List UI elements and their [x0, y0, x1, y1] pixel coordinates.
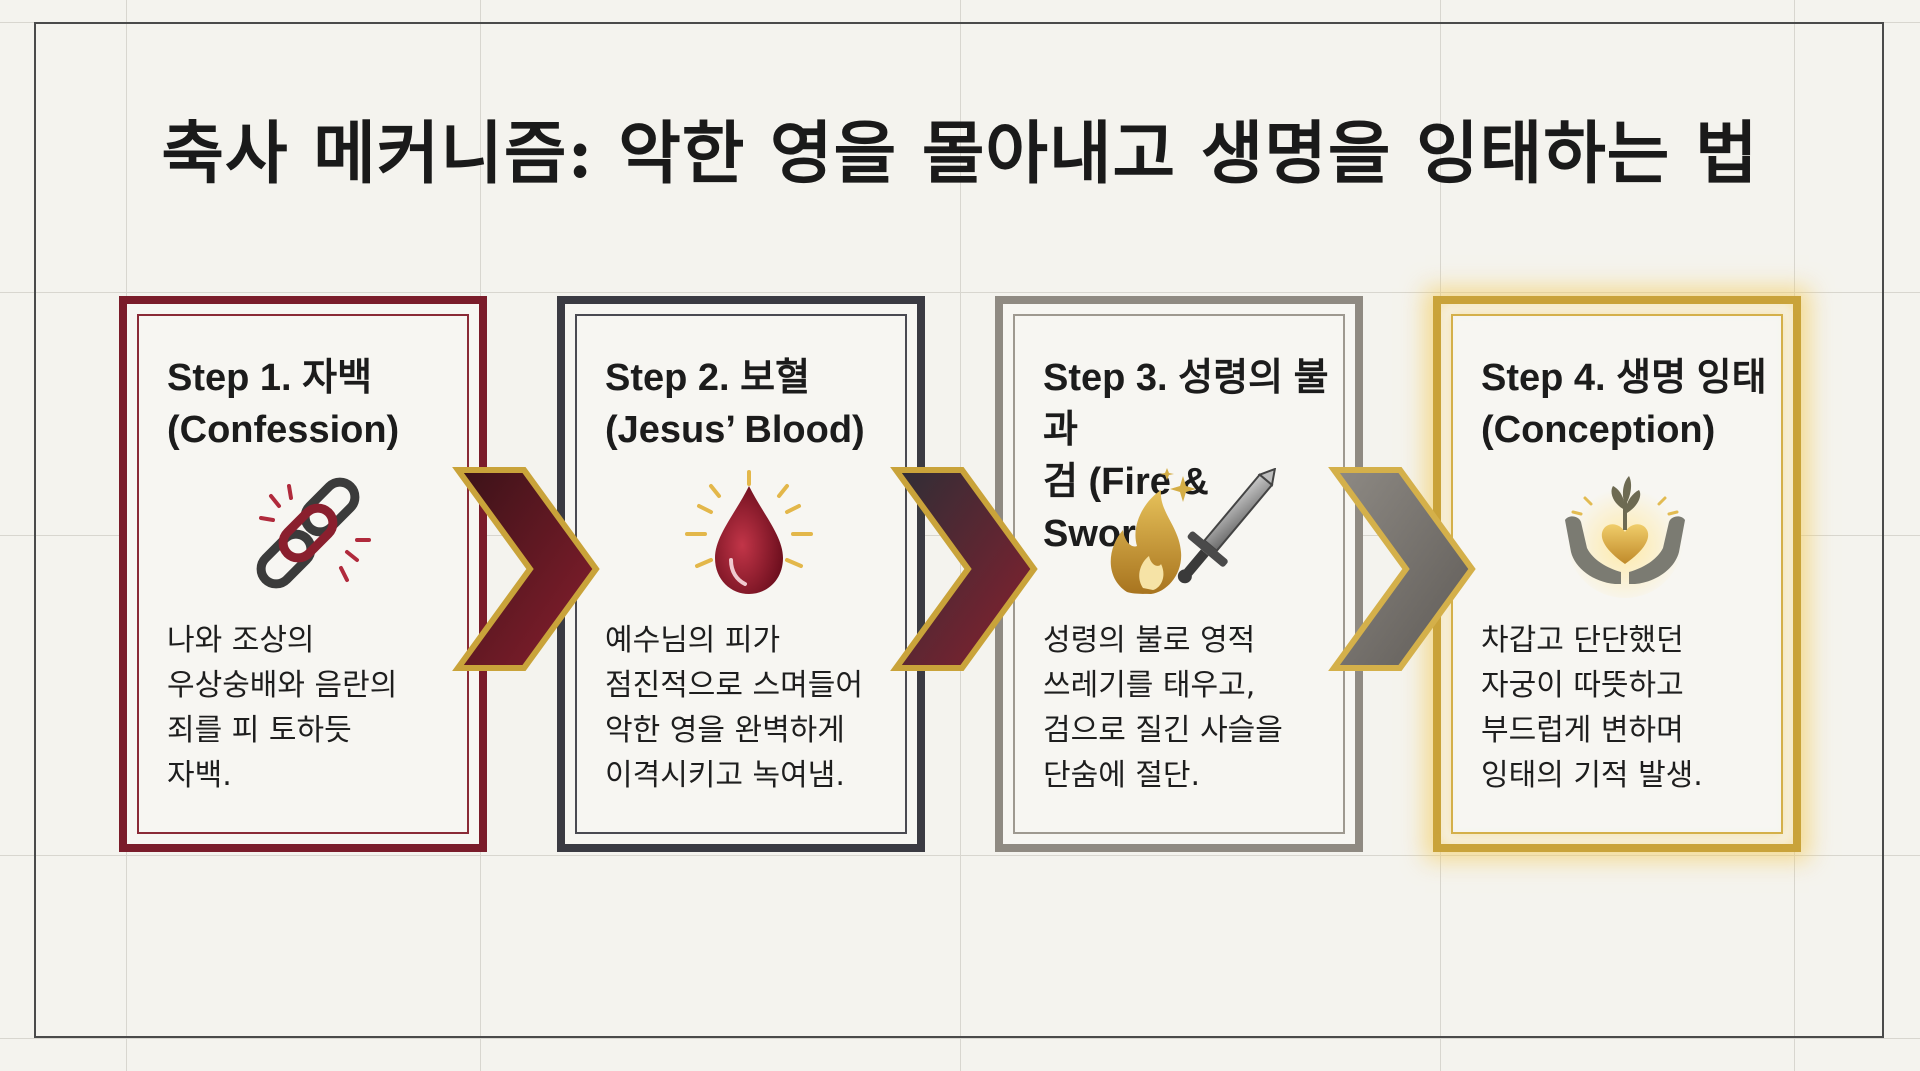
step-title: Step 3. 성령의 불과 검 (Fire & Sword) — [1043, 352, 1343, 560]
step-title: Step 4. 생명 잉태 (Conception) — [1481, 352, 1781, 456]
step-description: 성령의 불로 영적 쓰레기를 태우고, 검으로 질긴 사슬을 단숨에 절단. — [1043, 618, 1343, 798]
desc-line: 쓰레기를 태우고, — [1043, 668, 1256, 703]
step-title-line: (Confession) — [167, 409, 400, 451]
desc-line: 예수님의 피가 — [605, 623, 781, 658]
step-title-line: Step 4. 생명 잉태 — [1481, 357, 1767, 399]
desc-line: 점진적으로 스며들어 — [605, 668, 863, 703]
desc-line: 검으로 질긴 사슬을 — [1043, 713, 1283, 748]
fire-and-sword-icon — [1087, 467, 1287, 598]
step-title-line: Step 3. 성령의 불과 — [1043, 357, 1329, 451]
desc-line: 나와 조상의 — [167, 623, 315, 658]
broken-chain-icon — [211, 468, 411, 598]
outer-frame — [34, 22, 1884, 1038]
step-title-line: Step 1. 자백 — [167, 357, 373, 399]
desc-line: 우상숭배와 음란의 — [167, 668, 398, 703]
step-title: Step 1. 자백 (Confession) — [167, 352, 467, 456]
step-title: Step 2. 보혈 (Jesus’ Blood) — [605, 352, 905, 456]
desc-line: 단숨에 절단. — [1043, 758, 1201, 793]
chevron-arrow-icon — [1328, 467, 1476, 671]
page-title: 축사 메커니즘: 악한 영을 몰아내고 생명을 잉태하는 법 — [161, 114, 1759, 194]
step-title-line: Step 2. 보혈 — [605, 357, 811, 399]
desc-line: 악한 영을 완벽하게 — [605, 713, 845, 748]
step-description: 예수님의 피가 점진적으로 스며들어 악한 영을 완벽하게 이격시키고 녹여냄. — [605, 618, 905, 798]
desc-line: 성령의 불로 영적 — [1043, 623, 1256, 658]
step-card-jesus-blood: Step 2. 보혈 (Jesus’ Blood) — [557, 296, 925, 852]
step-title-line: (Conception) — [1481, 409, 1716, 451]
desc-line: 이격시키고 녹여냄. — [605, 758, 845, 793]
step-description: 차갑고 단단했던 자궁이 따뜻하고 부드럽게 변하며 잉태의 기적 발생. — [1481, 618, 1781, 798]
hands-heart-sprout-icon — [1525, 468, 1725, 598]
chevron-arrow-icon — [890, 467, 1038, 671]
step-title-line: (Jesus’ Blood) — [605, 409, 865, 451]
desc-line: 부드럽게 변하며 — [1481, 713, 1684, 748]
step-description: 나와 조상의 우상숭배와 음란의 죄를 피 토하듯 자백. — [167, 618, 467, 798]
step-card-confession: Step 1. 자백 (Confession) 나와 조상의 우상숭배와 음란의 — [119, 296, 487, 852]
step-card-fire-and-sword: Step 3. 성령의 불과 검 (Fire & Sword) — [995, 296, 1363, 852]
desc-line: 차갑고 단단했던 — [1481, 623, 1684, 658]
desc-line: 자궁이 따뜻하고 — [1481, 668, 1684, 703]
step-card-conception: Step 4. 생명 잉태 (Conception) — [1433, 296, 1801, 852]
card-inner-border — [137, 314, 469, 834]
desc-line: 자백. — [167, 758, 232, 793]
desc-line: 잉태의 기적 발생. — [1481, 758, 1703, 793]
blood-drop-icon — [649, 468, 849, 598]
chevron-arrow-icon — [452, 467, 600, 671]
desc-line: 죄를 피 토하듯 — [167, 713, 352, 748]
